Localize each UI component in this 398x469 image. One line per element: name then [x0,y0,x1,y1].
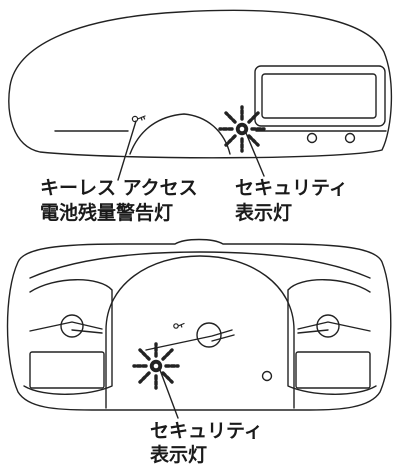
top-center-hub [129,113,231,155]
bottom-left-gauge-bezel [23,279,113,395]
top-right-display-inner [261,73,377,119]
bottom-right-display [295,351,371,389]
top-cluster-outline [8,9,393,159]
keyless-label-line1: キーレス アクセス [40,177,198,199]
bottom-meter-panel [6,238,392,419]
bottom-left-gauge-knob [29,314,103,338]
bottom-indicator-circle [261,370,273,382]
security-top-label-line2: 表示灯 [235,202,293,224]
bottom-right-gauge-knob [297,314,371,338]
security-top-label-line1: セキュリティ [235,177,348,199]
security-top-leader-line [245,132,265,177]
bottom-key-battery-icon [173,322,185,329]
bottom-right-gauge-bezel [287,279,377,395]
top-indicator-circle-1 [306,132,318,144]
security-blink-icon [218,105,266,153]
key-battery-icon [131,115,146,123]
bottom-left-display [29,351,105,389]
bottom-center-needle [145,322,235,351]
security-bottom-leader-line [159,369,179,419]
top-indicator-circle-2 [344,132,356,144]
security-bottom-label-line2: 表示灯 [150,444,208,466]
keyless-leader-line [117,120,137,181]
bottom-security-blink-icon [132,342,180,390]
security-bottom-label-line1: セキュリティ [150,420,263,442]
top-right-display-outer [254,65,386,127]
bottom-center-gauge-bezel [105,255,295,409]
bottom-cluster-outline [6,238,392,411]
keyless-label-line2: 電池残量警告灯 [40,202,174,224]
top-meter-panel [8,9,393,181]
bottom-rim-upper [29,251,371,279]
